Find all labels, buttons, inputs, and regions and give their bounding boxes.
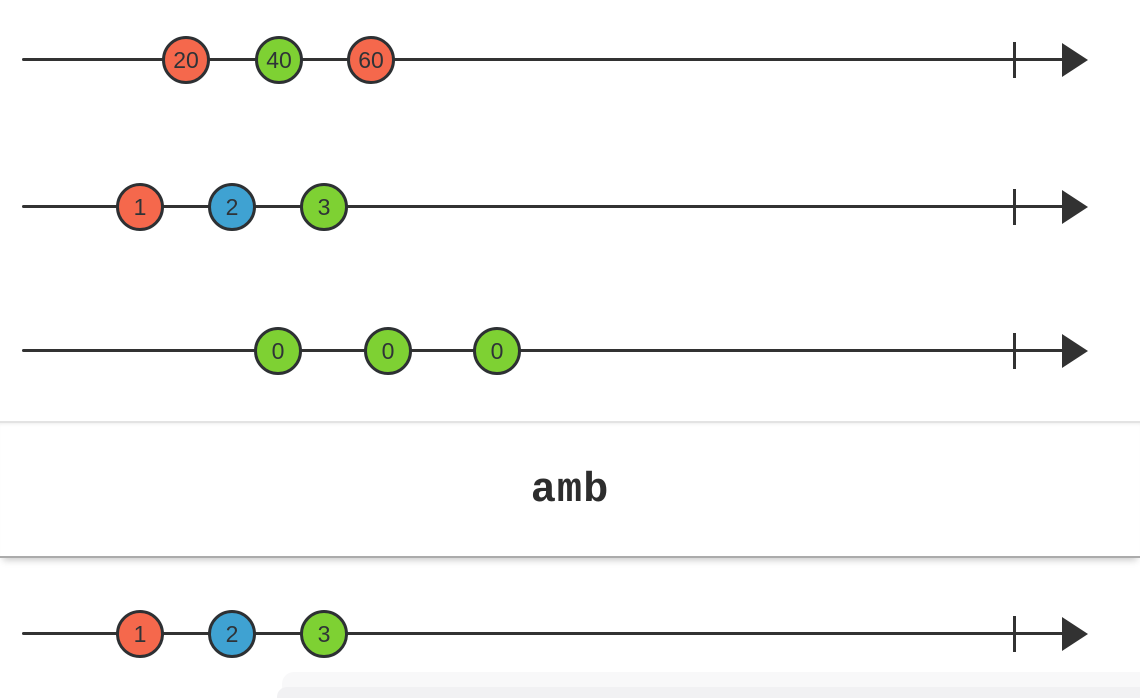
timeline-axis bbox=[22, 58, 1066, 61]
completion-tick[interactable] bbox=[1013, 333, 1016, 369]
timeline-axis bbox=[22, 349, 1066, 352]
marble-20[interactable]: 20 bbox=[162, 36, 210, 84]
marble-0[interactable]: 0 bbox=[364, 327, 412, 375]
arrow-head-icon bbox=[1062, 617, 1088, 651]
marble-0[interactable]: 0 bbox=[473, 327, 521, 375]
input-stream-3-timeline: 0 0 0 bbox=[0, 321, 1140, 381]
operator-box: amb bbox=[0, 421, 1140, 558]
marble-2[interactable]: 2 bbox=[208, 183, 256, 231]
completion-tick[interactable] bbox=[1013, 42, 1016, 78]
operator-name: amb bbox=[530, 465, 610, 514]
completion-tick bbox=[1013, 616, 1016, 652]
completion-tick[interactable] bbox=[1013, 189, 1016, 225]
marble-2: 2 bbox=[208, 610, 256, 658]
marble-3: 3 bbox=[300, 610, 348, 658]
marble-40[interactable]: 40 bbox=[255, 36, 303, 84]
arrow-head-icon bbox=[1062, 334, 1088, 368]
marble-0[interactable]: 0 bbox=[254, 327, 302, 375]
arrow-head-icon bbox=[1062, 190, 1088, 224]
timeline-axis bbox=[22, 632, 1066, 635]
marble-60[interactable]: 60 bbox=[347, 36, 395, 84]
marble-1[interactable]: 1 bbox=[116, 183, 164, 231]
marble-3[interactable]: 3 bbox=[300, 183, 348, 231]
footer-panel-edge-dark bbox=[277, 687, 1140, 698]
input-stream-1-timeline: 20 40 60 bbox=[0, 30, 1140, 90]
arrow-head-icon bbox=[1062, 43, 1088, 77]
timeline-axis bbox=[22, 205, 1066, 208]
marble-1: 1 bbox=[116, 610, 164, 658]
